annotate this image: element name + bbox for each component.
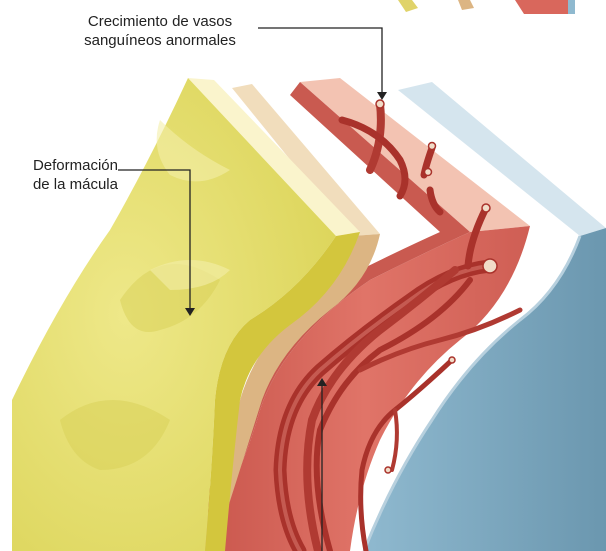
top-layer-fragment: [398, 0, 575, 14]
arrow-down-icon: [377, 92, 387, 100]
macula-deformation-label: Deformación de la mácula: [8, 156, 118, 194]
abnormal-vessels-label: Crecimiento de vasos sanguíneos anormale…: [70, 12, 250, 50]
